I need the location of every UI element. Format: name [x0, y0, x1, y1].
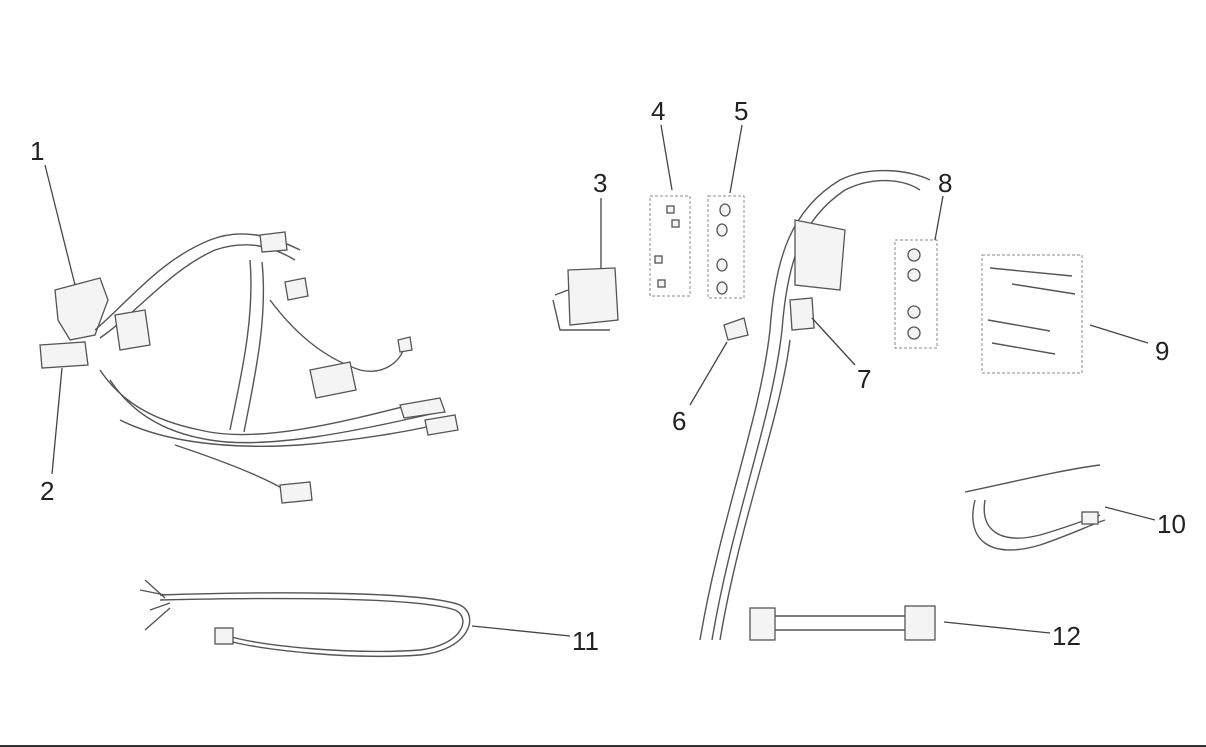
- part-4-screws: [649, 195, 691, 297]
- callout-11: 11: [572, 626, 599, 656]
- callout-1: 1: [30, 136, 44, 166]
- part-9-bolts: [981, 254, 1083, 374]
- part-11-cable: [139, 579, 471, 658]
- callout-3: 3: [593, 168, 607, 198]
- main-wiring-harness: [39, 231, 459, 504]
- part-7-harness: [699, 169, 931, 641]
- callout-6: 6: [672, 406, 686, 436]
- callout-7: 7: [857, 364, 871, 394]
- part-5-washers: [707, 195, 745, 299]
- callout-9: 9: [1155, 336, 1169, 366]
- leader-lines: [44, 124, 1156, 637]
- callout-4: 4: [651, 96, 665, 126]
- part-6-clip: [723, 317, 749, 341]
- callout-10: 10: [1157, 509, 1186, 539]
- part-12-connector-cable: [749, 605, 936, 641]
- callout-8: 8: [938, 168, 952, 198]
- part-8-washers: [894, 239, 938, 349]
- callout-12: 12: [1052, 621, 1081, 651]
- callout-5: 5: [734, 96, 748, 126]
- part-3-bracket: [552, 267, 619, 331]
- callout-2: 2: [40, 476, 54, 506]
- part-10-cable: [964, 464, 1106, 551]
